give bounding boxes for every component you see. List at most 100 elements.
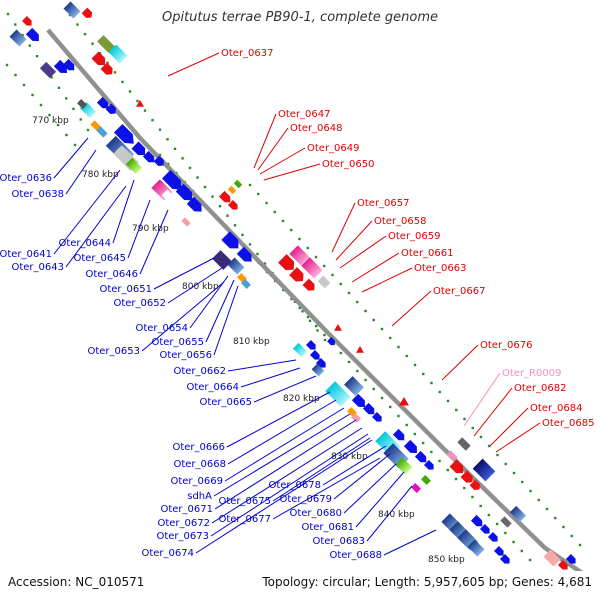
gc-dot — [545, 507, 549, 511]
gc-dot — [91, 42, 94, 45]
leader-line — [331, 202, 356, 253]
gc-dot — [73, 143, 77, 147]
gc-dot — [106, 61, 109, 64]
gene-block — [63, 1, 81, 19]
gc-dot — [167, 162, 170, 166]
gc-dot — [121, 80, 124, 84]
gc-dot — [128, 90, 132, 93]
gc-dot — [173, 147, 177, 151]
gene-arrow — [493, 545, 504, 556]
leader-line — [339, 235, 387, 269]
gc-dot — [188, 166, 192, 170]
gc-dot — [196, 176, 199, 179]
gene-arrow — [423, 459, 434, 470]
gene-label: Oter_0677 — [218, 514, 271, 525]
gc-dot — [50, 76, 53, 79]
gc-dot — [316, 329, 319, 332]
gc-dot — [290, 297, 293, 301]
gene-label: Oter_0644 — [58, 238, 111, 249]
gc-dot — [454, 477, 458, 481]
gc-dot — [323, 338, 327, 342]
gc-dot — [488, 444, 491, 448]
gc-dot — [14, 73, 17, 77]
gc-dot — [520, 549, 523, 553]
gc-dot — [323, 264, 326, 268]
gc-dot — [22, 83, 26, 87]
leader-line — [65, 185, 127, 268]
gene-arrow — [470, 514, 483, 527]
gene-label: Oter_0638 — [11, 189, 64, 200]
gc-dot — [56, 123, 60, 127]
gc-dot — [430, 381, 433, 385]
leader-line — [343, 463, 397, 514]
gene-block — [509, 505, 527, 523]
gene-marker — [356, 346, 364, 353]
gene-arrow — [327, 337, 336, 346]
gene-arrow — [479, 523, 490, 534]
gc-dot — [405, 423, 408, 427]
leader-line — [322, 445, 387, 486]
gene-arrow — [449, 459, 464, 474]
gc-dot — [248, 183, 252, 187]
gene-arrow — [53, 59, 67, 73]
gene-block — [227, 257, 245, 275]
gc-dot — [463, 417, 466, 421]
gene-arrow — [175, 183, 193, 201]
gene-arrow — [351, 393, 365, 407]
gene-arrow — [153, 155, 165, 167]
gene-arrow — [499, 553, 510, 564]
gc-dot — [471, 495, 474, 499]
label-leader-lines — [53, 52, 541, 556]
gene-block — [446, 450, 458, 462]
gc-content-dots — [5, 12, 582, 562]
gc-dot — [339, 282, 342, 286]
gene-block — [97, 35, 115, 53]
leader-line — [141, 281, 225, 352]
leader-line — [383, 529, 437, 556]
gene-block — [289, 245, 311, 267]
leader-line — [355, 471, 405, 528]
gc-dot — [380, 327, 384, 331]
gc-dot — [298, 306, 301, 310]
gc-dot — [504, 462, 507, 466]
gene-arrow — [21, 15, 32, 26]
leader-line — [463, 372, 501, 427]
gene-arrow — [289, 267, 304, 282]
gene-block — [411, 483, 421, 493]
gene-arrow — [362, 402, 375, 415]
gene-block — [212, 250, 232, 270]
gene-label: Oter_0678 — [268, 480, 321, 491]
gc-dot — [504, 531, 507, 535]
gc-dot — [301, 310, 304, 313]
gc-dot — [76, 23, 79, 26]
gc-dot — [151, 118, 154, 122]
gene-arrow — [186, 196, 202, 212]
gene-arrow — [91, 51, 106, 66]
leader-line — [335, 220, 373, 261]
gene-arrow — [302, 278, 315, 291]
leader-line — [333, 453, 391, 500]
gc-dot — [57, 86, 61, 90]
leader-line — [189, 275, 229, 329]
gc-dot — [356, 369, 359, 373]
map-title: Opitutus terrae PB90-1, complete genome — [162, 10, 438, 25]
gene-block — [311, 363, 325, 377]
leader-line — [366, 485, 413, 542]
leader-line — [53, 169, 121, 255]
gc-dot — [529, 489, 532, 493]
gc-dot — [430, 450, 433, 454]
gene-label: Oter_0688 — [329, 550, 382, 561]
gene-block — [241, 279, 251, 289]
gene-label: Oter_0654 — [135, 323, 188, 334]
topology-text: Topology: circular; Length: 5,957,605 bp… — [261, 575, 592, 589]
gene-label: Oter_0658 — [374, 216, 427, 227]
gene-label: Oter_0661 — [401, 248, 454, 259]
gene-block — [351, 413, 361, 423]
gc-dot — [211, 195, 214, 198]
gene-arrow — [403, 439, 417, 453]
leader-line — [65, 149, 97, 195]
leader-line — [227, 359, 297, 372]
gene-block — [161, 189, 175, 203]
gc-dot — [298, 237, 301, 241]
gene-arrow — [460, 470, 473, 483]
